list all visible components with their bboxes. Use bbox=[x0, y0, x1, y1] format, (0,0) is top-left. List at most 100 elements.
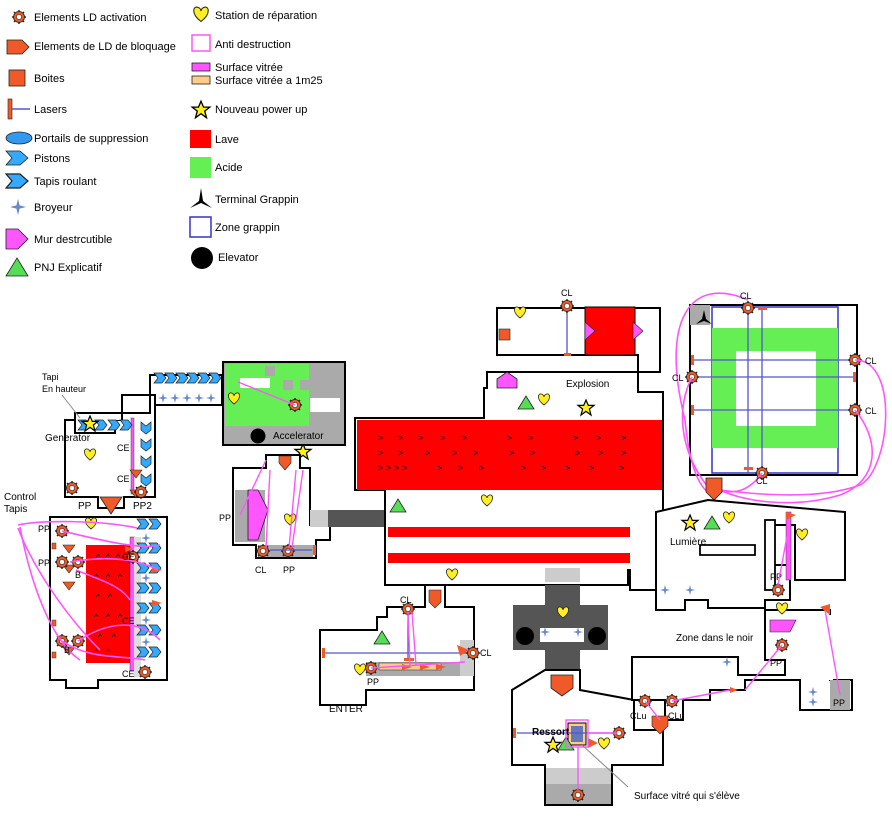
svg-text:>: > bbox=[621, 448, 626, 458]
svg-text:^: ^ bbox=[106, 552, 111, 562]
laser-icon bbox=[7, 98, 30, 120]
svg-text:>: > bbox=[398, 433, 403, 443]
legend-label: PNJ Explicatif bbox=[34, 262, 103, 274]
b-label: B bbox=[75, 570, 81, 580]
legend-label: Boites bbox=[34, 73, 65, 85]
svg-text:>: > bbox=[589, 463, 594, 473]
svg-text:>: > bbox=[418, 433, 423, 443]
surface-label: Surface vitré qui s'élève bbox=[634, 791, 740, 802]
ressort-room: Ressort Surface vitré qui s'élève bbox=[511, 669, 740, 806]
svg-text:>: > bbox=[619, 463, 624, 473]
svg-text:>: > bbox=[598, 448, 603, 458]
pp-label: PP bbox=[833, 698, 845, 708]
explosion-label: Explosion bbox=[566, 379, 609, 390]
svg-text:>: > bbox=[473, 448, 478, 458]
svg-text:^: ^ bbox=[106, 612, 111, 622]
pp-label: PP bbox=[219, 513, 231, 523]
svg-text:^: ^ bbox=[106, 647, 111, 657]
red-pentagon-icon bbox=[6, 39, 30, 55]
svg-text:>: > bbox=[440, 433, 445, 443]
cl-label: CL bbox=[865, 356, 877, 366]
legend-label: Nouveau power up bbox=[215, 104, 307, 116]
accelerator-room: Accelerator bbox=[222, 361, 346, 446]
ce-label: CE bbox=[122, 552, 135, 562]
pp-label: PP bbox=[770, 658, 782, 668]
npc-triangle-icon bbox=[5, 257, 29, 277]
svg-text:>: > bbox=[458, 463, 463, 473]
legend-label: Mur destrcutible bbox=[34, 234, 112, 246]
svg-text:^: ^ bbox=[112, 632, 117, 642]
svg-text:>: > bbox=[394, 463, 399, 473]
tapi-label: En hauteur bbox=[42, 384, 86, 394]
pp-room bbox=[232, 454, 389, 559]
svg-text:>: > bbox=[378, 463, 383, 473]
b-label: B bbox=[64, 645, 70, 655]
legend-label: Surface vitrée a 1m25 bbox=[215, 75, 323, 87]
clu-label: CLu bbox=[630, 711, 647, 721]
ressort-label: Ressort bbox=[532, 727, 570, 738]
conveyor-icon bbox=[4, 173, 29, 189]
legend-label: Elevator bbox=[218, 252, 259, 264]
svg-text:^: ^ bbox=[94, 572, 99, 582]
glass-surface-icon bbox=[191, 62, 211, 72]
lumiere-label: Lumière bbox=[670, 537, 707, 548]
lava-icon bbox=[190, 130, 211, 148]
cl-label: CL bbox=[740, 291, 752, 301]
cl-label: CL bbox=[756, 476, 768, 486]
legend-label: Terminal Grappin bbox=[215, 194, 299, 206]
dark-zone-label: Zone dans le noir bbox=[676, 633, 754, 644]
dark-zone: Lumière PP bbox=[655, 498, 846, 611]
dark-zone-lower: Zone dans le noir PP PP CLu CLu bbox=[630, 519, 853, 735]
svg-text:^: ^ bbox=[96, 592, 101, 602]
enter-label: ENTER bbox=[329, 704, 363, 715]
piston-icon bbox=[5, 150, 29, 166]
svg-text:>: > bbox=[621, 433, 626, 443]
grapple-terminal-icon bbox=[190, 188, 212, 208]
svg-text:>: > bbox=[378, 433, 383, 443]
svg-text:>: > bbox=[437, 463, 442, 473]
cl-label: CL bbox=[561, 288, 573, 298]
cl-label: CL bbox=[865, 406, 877, 416]
svg-text:>: > bbox=[573, 433, 578, 443]
cl-label: CL bbox=[255, 565, 267, 575]
control-pistons bbox=[62, 469, 162, 656]
legend-label: Tapis roulant bbox=[34, 176, 96, 188]
legend-label: Surface vitrée bbox=[215, 62, 283, 74]
svg-text:>: > bbox=[596, 433, 601, 443]
elevator-hub: ++ bbox=[513, 585, 608, 670]
blocker-door bbox=[99, 496, 123, 515]
pp-label: PP bbox=[770, 572, 782, 582]
legend-label: Elements LD activation bbox=[34, 12, 147, 24]
star-icon bbox=[191, 100, 211, 119]
anti-destruction-icon bbox=[191, 34, 211, 52]
svg-text:>: > bbox=[509, 448, 514, 458]
grapple-room: CL CL CL CL CL bbox=[672, 291, 887, 504]
heart-icon bbox=[193, 6, 209, 23]
cl-label: CL bbox=[400, 595, 412, 605]
legend-label: Elements de LD de bloquage bbox=[34, 41, 176, 53]
legend-label: Pistons bbox=[34, 153, 71, 165]
pp-label: PP bbox=[283, 565, 295, 575]
legend-label: Broyeur bbox=[34, 202, 73, 214]
lava-arrows: ^^^ ^^^ ^^ ^^^ ^^ ^^ bbox=[94, 552, 123, 657]
svg-text:>: > bbox=[452, 448, 457, 458]
lava-pool bbox=[86, 545, 131, 663]
lava-room-top: CL bbox=[496, 288, 661, 389]
explosion-room: >>>>>>>>>> >>>>>>>>>> >>>>>>>>>>>> Explo… bbox=[354, 371, 664, 593]
pp-label: PP bbox=[78, 501, 92, 512]
svg-text:^: ^ bbox=[98, 632, 103, 642]
legend-label: Lave bbox=[215, 134, 239, 146]
pp2-label: PP2 bbox=[133, 501, 152, 512]
control-label: Control bbox=[4, 492, 36, 503]
legend-label: Station de réparation bbox=[215, 10, 317, 22]
lava-band bbox=[357, 420, 662, 490]
svg-text:>: > bbox=[462, 433, 467, 443]
svg-text:^: ^ bbox=[116, 552, 121, 562]
svg-text:^: ^ bbox=[96, 552, 101, 562]
ce-label: CE bbox=[117, 443, 130, 453]
tapi-label: Tapi bbox=[42, 372, 59, 382]
ce-label: CE bbox=[122, 616, 135, 626]
pp-label: PP bbox=[38, 524, 50, 534]
clu-label: CLu bbox=[668, 711, 685, 721]
